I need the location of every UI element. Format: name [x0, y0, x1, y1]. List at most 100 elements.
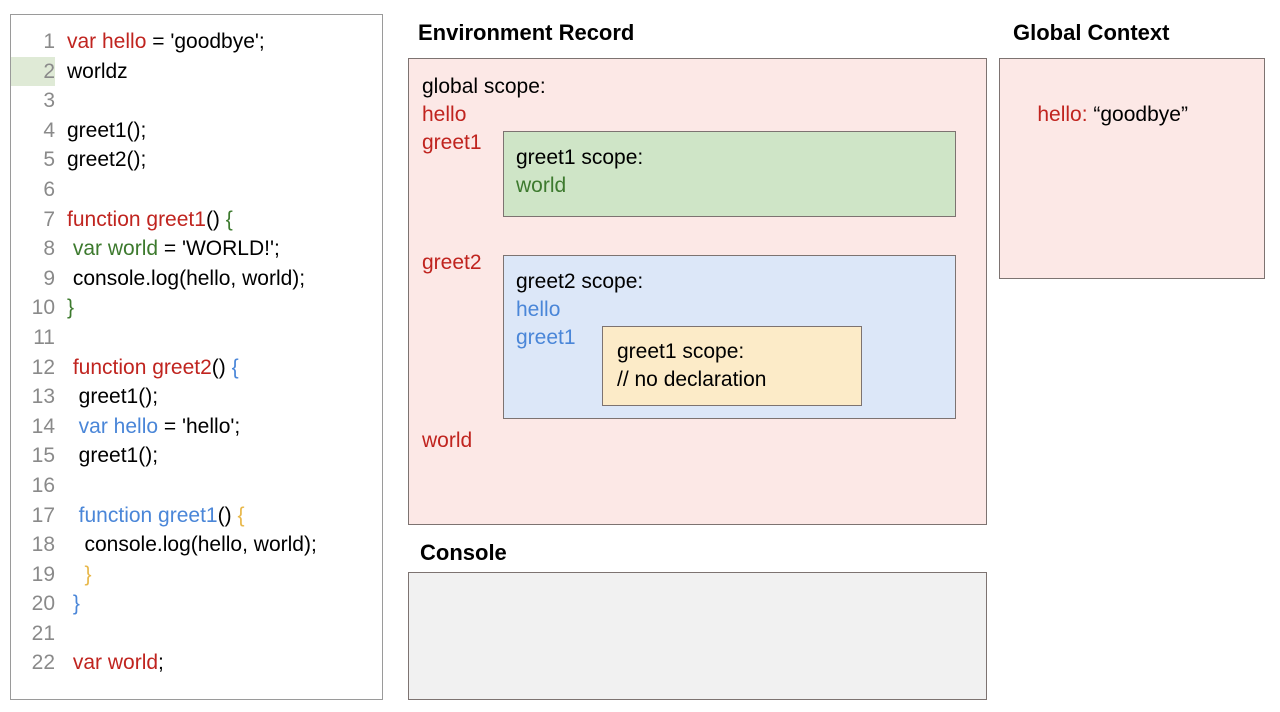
line-number: 19: [31, 562, 55, 586]
code-token: = 'WORLD!';: [158, 237, 280, 261]
code-token: {: [231, 355, 239, 379]
code-line[interactable]: 14 var hello = 'hello';: [11, 412, 382, 442]
line-number: 9: [43, 266, 55, 290]
code-line-text: var hello = 'goodbye';: [55, 27, 265, 57]
line-number: 22: [31, 651, 55, 675]
code-token: [67, 415, 79, 438]
code-line[interactable]: 8 var world = 'WORLD!';: [11, 234, 382, 264]
code-line[interactable]: 16: [11, 471, 382, 501]
line-number: 15: [31, 444, 55, 468]
line-number: 12: [31, 355, 55, 379]
code-token: worldz: [67, 59, 128, 83]
code-token: [67, 504, 79, 527]
code-line-text: greet1();: [55, 382, 158, 412]
code-token: }: [84, 562, 92, 586]
code-line-text: function greet1() {: [55, 501, 245, 531]
greet2-binding-greet1: greet1: [516, 326, 576, 349]
line-number: 11: [33, 325, 55, 349]
greet1-binding-world: world: [516, 174, 567, 197]
code-token: ;: [158, 651, 164, 675]
line-number: 6: [43, 177, 55, 201]
code-token: function greet1: [67, 207, 206, 231]
global-binding-hello: hello: [422, 103, 467, 126]
code-token: = 'goodbye';: [146, 30, 265, 53]
code-token: greet1();: [67, 444, 159, 468]
code-token: function greet2: [72, 355, 212, 379]
line-number: 20: [31, 592, 55, 616]
code-token: (): [205, 207, 226, 231]
greet1-inner-scope-box-yellow: greet1 scope: // no declaration: [602, 326, 862, 406]
code-token: (): [217, 503, 238, 527]
greet1-scope-label: greet1 scope:: [516, 146, 644, 169]
code-line[interactable]: 21: [11, 619, 382, 649]
environment-record-title: Environment Record: [418, 20, 635, 45]
code-line-text: }: [55, 560, 92, 590]
line-number: 14: [31, 414, 55, 438]
code-line-text: greet1();: [55, 116, 146, 146]
line-number: 5: [43, 148, 55, 172]
line-number: 10: [31, 296, 55, 320]
line-number: 18: [31, 533, 55, 557]
greet2-binding-hello: hello: [516, 298, 561, 321]
greet2-scope-label: greet2 scope:: [516, 270, 644, 293]
line-number: 4: [43, 118, 55, 142]
greet1-inner-scope-note: // no declaration: [617, 368, 767, 391]
code-line[interactable]: 22 var world;: [11, 648, 382, 678]
console-output-box[interactable]: [408, 572, 987, 700]
global-binding-greet1: greet1: [422, 131, 482, 154]
code-line[interactable]: 17 function greet1() {: [11, 501, 382, 531]
code-line-text: console.log(hello, world);: [55, 264, 305, 294]
code-line[interactable]: 2 worldz: [11, 56, 382, 87]
code-token: [67, 563, 85, 586]
code-token: var world: [72, 237, 159, 261]
code-token: }: [72, 592, 80, 616]
code-token: {: [225, 207, 233, 231]
global-context-entry-key: hello:: [1037, 103, 1088, 126]
code-line-text: greet1();: [55, 441, 158, 471]
greet2-scope-box-blue: greet2 scope: hello greet1 greet1 scope:…: [503, 255, 956, 419]
code-token: greet2();: [67, 148, 147, 172]
line-number: 17: [31, 503, 55, 527]
code-line-text: greet2();: [55, 145, 146, 175]
code-line[interactable]: 11: [11, 323, 382, 353]
code-line[interactable]: 12 function greet2() {: [11, 353, 382, 383]
code-line[interactable]: 19 }: [11, 560, 382, 590]
code-line-text: var hello = 'hello';: [55, 412, 241, 442]
code-line[interactable]: 10}: [11, 293, 382, 323]
line-number: 21: [31, 621, 55, 645]
code-line[interactable]: 5 greet2();: [11, 145, 382, 175]
global-context-title: Global Context: [1013, 20, 1170, 45]
line-number: 2: [11, 56, 55, 87]
code-line[interactable]: 3: [11, 86, 382, 116]
code-token: var world: [72, 651, 159, 675]
code-line[interactable]: 15 greet1();: [11, 441, 382, 471]
code-line[interactable]: 18 console.log(hello, world);: [11, 530, 382, 560]
code-line[interactable]: 6: [11, 175, 382, 205]
global-binding-greet2: greet2: [422, 251, 482, 274]
code-token: var hello: [67, 30, 147, 53]
line-number: 1: [43, 30, 55, 53]
code-line[interactable]: 20 }: [11, 589, 382, 619]
code-line-text: function greet2() {: [55, 353, 239, 383]
code-line[interactable]: 13 greet1();: [11, 382, 382, 412]
global-context-box: hello: “goodbye”: [999, 58, 1265, 279]
code-line[interactable]: 9 console.log(hello, world);: [11, 264, 382, 294]
code-line-text: worldz: [55, 57, 128, 87]
global-binding-world: world: [422, 429, 473, 452]
line-number: 13: [31, 385, 55, 409]
global-context-entry: hello: “goodbye”: [1014, 73, 1188, 157]
line-number: 8: [43, 237, 55, 261]
global-context-entry-value: “goodbye”: [1087, 103, 1188, 126]
global-scope-label: global scope:: [422, 75, 546, 98]
line-number: 7: [43, 207, 55, 231]
code-token: greet1();: [67, 385, 159, 409]
code-token: console.log(hello, world);: [67, 533, 317, 557]
code-token: console.log(hello, world);: [67, 266, 306, 290]
code-line-text: function greet1() {: [55, 205, 233, 235]
line-number: 3: [43, 89, 55, 113]
